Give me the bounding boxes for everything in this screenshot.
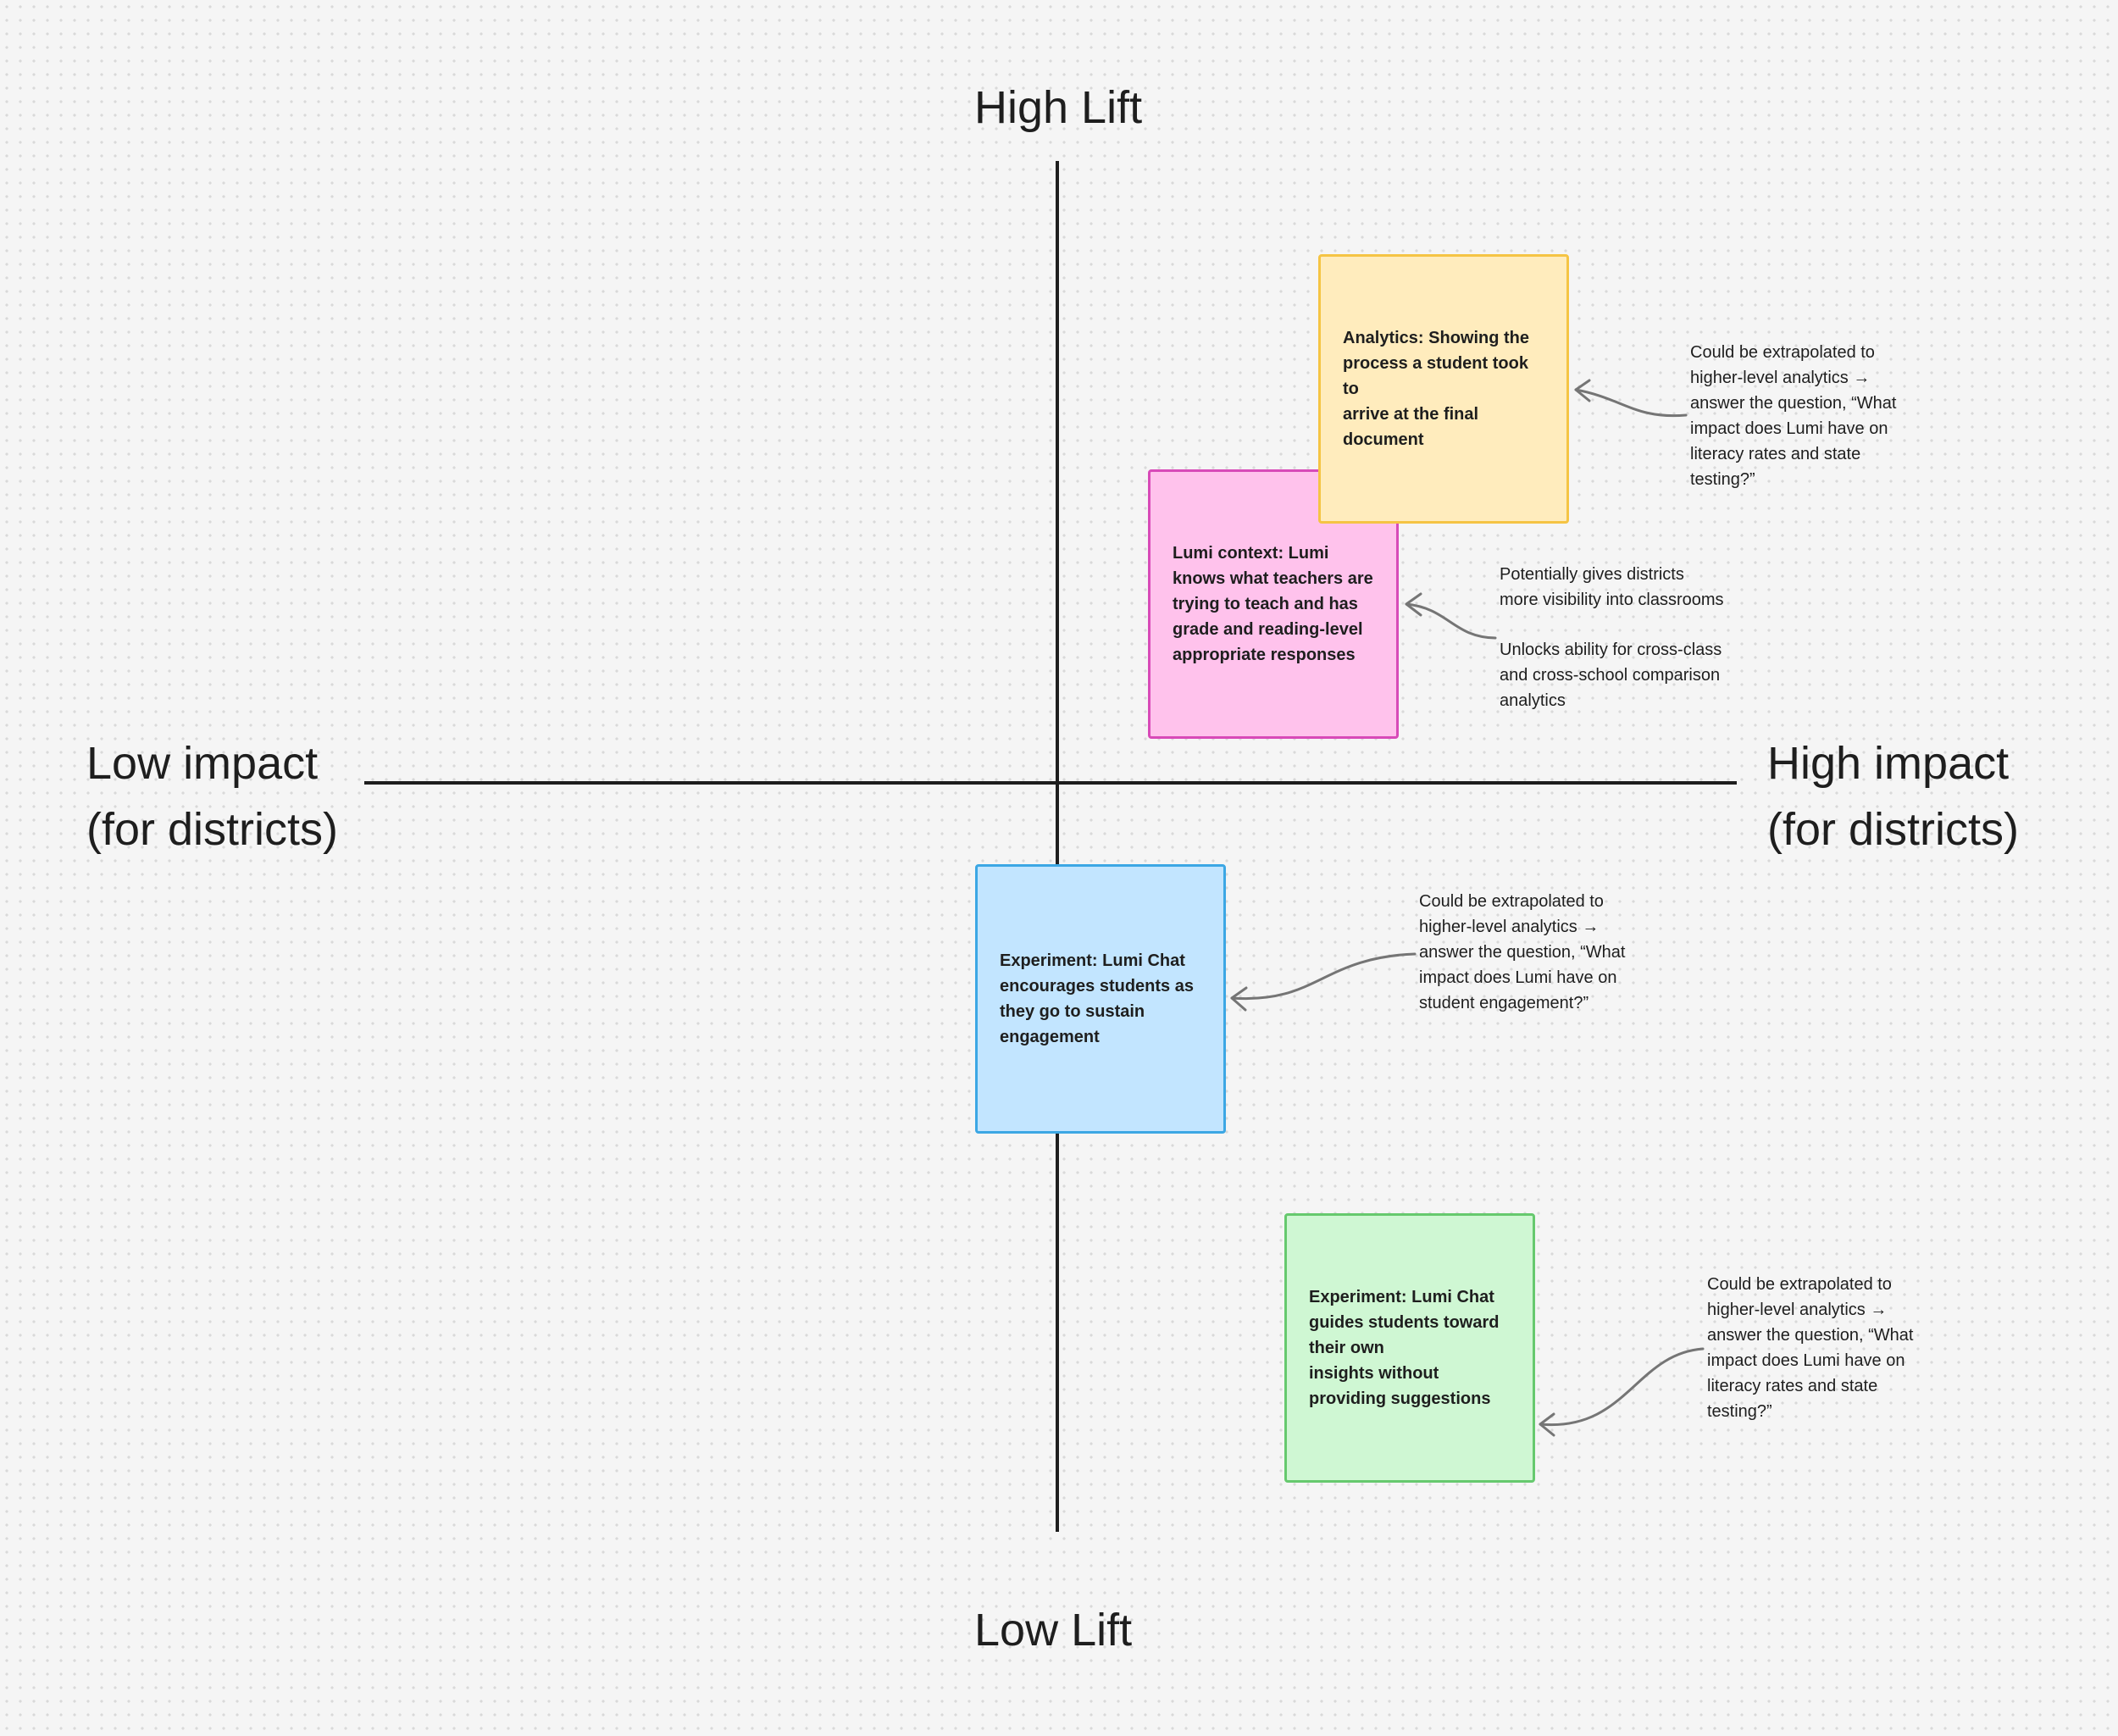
sticky-note-line: process a student took to — [1343, 354, 1528, 398]
annotation-line: testing?” — [1690, 470, 1755, 489]
sticky-note-text: Experiment: Lumi Chat encourages student… — [1000, 948, 1194, 1050]
annotation-line: higher-level analytics → — [1707, 1301, 1888, 1319]
axis-label-high-lift: High Lift — [974, 82, 1143, 133]
annotation-line: impact does Lumi have on — [1707, 1351, 1905, 1370]
sticky-note-line: encourages students as — [1000, 977, 1194, 996]
annotation-line: answer the question, “What — [1707, 1326, 1914, 1345]
sticky-note-experiment-guides[interactable]: Experiment: Lumi Chat guides students to… — [1284, 1213, 1535, 1483]
connector-context-arrow[interactable] — [1405, 592, 1497, 640]
annotation-line: answer the question, “What — [1419, 943, 1626, 962]
connector-engagement-arrow[interactable] — [1230, 952, 1417, 1012]
sticky-note-line: insights without — [1309, 1364, 1439, 1383]
annotation-district-visibility[interactable]: Potentially gives districts more visibil… — [1500, 562, 1724, 613]
horizontal-axis-line — [364, 781, 1737, 785]
sticky-note-line: Experiment: Lumi Chat — [1309, 1288, 1494, 1306]
sticky-note-line: Analytics: Showing the — [1343, 329, 1530, 347]
connector-analytics-arrow[interactable] — [1574, 379, 1688, 418]
annotation-line: Potentially gives districts — [1500, 565, 1684, 584]
annotation-guides-literacy[interactable]: Could be extrapolated to higher-level an… — [1707, 1272, 1913, 1424]
annotation-student-engagement[interactable]: Could be extrapolated to higher-level an… — [1419, 889, 1625, 1016]
sticky-note-experiment-encourages[interactable]: Experiment: Lumi Chat encourages student… — [975, 864, 1226, 1134]
sticky-note-line: their own — [1309, 1339, 1384, 1357]
annotation-line: Could be extrapolated to — [1707, 1275, 1892, 1294]
sticky-note-line: they go to sustain — [1000, 1002, 1145, 1021]
axis-label-high-impact-line-2: (for districts) — [1767, 804, 2019, 855]
annotation-line: analytics — [1500, 691, 1566, 710]
sticky-note-line: appropriate responses — [1173, 646, 1356, 664]
sticky-note-line: document — [1343, 430, 1424, 449]
annotation-line: literacy rates and state — [1690, 445, 1861, 463]
annotation-line: impact does Lumi have on — [1690, 419, 1888, 438]
sticky-note-analytics[interactable]: Analytics: Showing the process a student… — [1318, 254, 1569, 524]
annotation-line: higher-level analytics → — [1690, 369, 1871, 387]
sticky-note-text: Analytics: Showing the process a student… — [1343, 325, 1544, 452]
axis-label-low-impact: Low impact (for districts) — [86, 730, 338, 862]
annotation-line: student engagement?” — [1419, 994, 1589, 1012]
sticky-note-text: Experiment: Lumi Chat guides students to… — [1309, 1284, 1499, 1412]
annotation-line: and cross-school comparison — [1500, 666, 1721, 685]
annotation-line: Unlocks ability for cross-class — [1500, 641, 1722, 659]
annotation-line: impact does Lumi have on — [1419, 968, 1617, 987]
sticky-note-line: providing suggestions — [1309, 1389, 1491, 1408]
sticky-note-line: Lumi context: Lumi — [1173, 544, 1329, 563]
axis-label-low-impact-line-1: Low impact — [86, 738, 319, 789]
annotation-line: more visibility into classrooms — [1500, 591, 1724, 609]
annotation-line: higher-level analytics → — [1419, 918, 1600, 936]
sticky-note-text: Lumi context: Lumi knows what teachers a… — [1173, 541, 1373, 668]
sticky-note-line: trying to teach and has — [1173, 595, 1358, 613]
sticky-note-line: grade and reading-level — [1173, 620, 1363, 639]
annotation-line: Could be extrapolated to — [1419, 892, 1604, 911]
axis-label-low-impact-line-2: (for districts) — [86, 804, 338, 855]
vertical-axis-line — [1056, 161, 1059, 1532]
sticky-note-line: knows what teachers are — [1173, 569, 1373, 588]
connector-guides-arrow[interactable] — [1539, 1347, 1705, 1437]
annotation-line: literacy rates and state — [1707, 1377, 1878, 1395]
sticky-note-line: guides students toward — [1309, 1313, 1500, 1332]
annotation-line: answer the question, “What — [1690, 394, 1897, 413]
axis-label-low-lift: Low Lift — [974, 1605, 1133, 1656]
sticky-note-line: Experiment: Lumi Chat — [1000, 951, 1185, 970]
axis-label-high-impact: High impact (for districts) — [1767, 730, 2019, 862]
axis-label-high-impact-line-1: High impact — [1767, 738, 2010, 789]
annotation-analytics-literacy[interactable]: Could be extrapolated to higher-level an… — [1690, 340, 1896, 492]
sticky-note-line: arrive at the final — [1343, 405, 1479, 424]
annotation-line: Could be extrapolated to — [1690, 343, 1875, 362]
sticky-note-line: engagement — [1000, 1028, 1100, 1046]
annotation-line: testing?” — [1707, 1402, 1772, 1421]
annotation-cross-class-comparison[interactable]: Unlocks ability for cross-class and cros… — [1500, 637, 1722, 713]
